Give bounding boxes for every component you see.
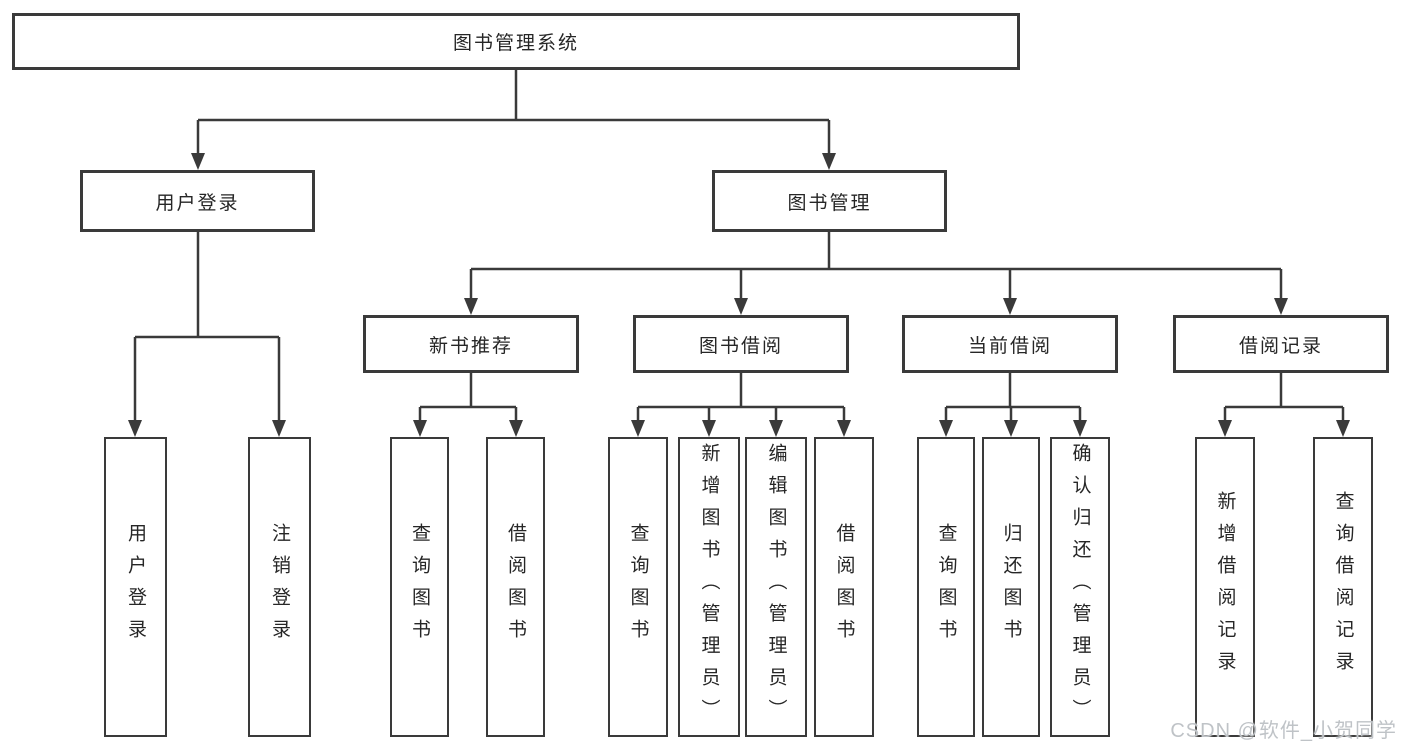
leaf-confirm-return-admin: 确认归还（管理员） <box>1050 437 1110 737</box>
leaf-query-books-recommend-label: 查询图书 <box>409 523 430 651</box>
leaf-query-books-current-label: 查询图书 <box>935 523 957 651</box>
leaf-user-login-label: 用户登录 <box>125 523 146 651</box>
leaf-borrow-books-recommend-label: 借阅图书 <box>505 523 526 651</box>
node-book-borrowing-label: 图书借阅 <box>698 335 783 357</box>
leaf-logout: 注销登录 <box>248 437 311 737</box>
node-borrowing-records-label: 借阅记录 <box>1238 335 1323 357</box>
leaf-return-books: 归还图书 <box>982 437 1040 737</box>
leaf-add-borrow-record-label: 新增借阅记录 <box>1214 491 1236 683</box>
node-root-label: 图书管理系统 <box>452 33 579 54</box>
leaf-query-books-borrowing: 查询图书 <box>608 437 668 737</box>
leaf-confirm-return-admin-label: 确认归还（管理员） <box>1069 443 1091 731</box>
leaf-borrow-books-recommend: 借阅图书 <box>486 437 545 737</box>
node-book-management: 图书管理 <box>712 170 947 232</box>
arrowheads <box>128 153 1350 437</box>
node-current-borrowing: 当前借阅 <box>902 315 1118 373</box>
node-borrowing-records: 借阅记录 <box>1173 315 1389 373</box>
leaf-query-books-borrowing-label: 查询图书 <box>627 523 649 651</box>
node-user-login-label: 用户登录 <box>155 192 240 214</box>
node-current-borrowing-label: 当前借阅 <box>967 335 1052 357</box>
node-root: 图书管理系统 <box>12 13 1020 70</box>
node-user-login: 用户登录 <box>80 170 315 232</box>
leaf-borrow-books-borrowing-label: 借阅图书 <box>833 523 855 651</box>
leaf-edit-books-admin-label: 编辑图书（管理员） <box>765 443 787 731</box>
leaf-add-books-admin: 新增图书（管理员） <box>678 437 740 737</box>
leaf-add-books-admin-label: 新增图书（管理员） <box>698 443 720 731</box>
node-new-book-recommend: 新书推荐 <box>363 315 579 373</box>
leaf-query-borrow-record-label: 查询借阅记录 <box>1332 491 1354 683</box>
node-new-book-recommend-label: 新书推荐 <box>428 335 513 357</box>
node-book-management-label: 图书管理 <box>787 192 872 214</box>
node-book-borrowing: 图书借阅 <box>633 315 849 373</box>
leaf-edit-books-admin: 编辑图书（管理员） <box>745 437 807 737</box>
leaf-user-login: 用户登录 <box>104 437 167 737</box>
leaf-borrow-books-borrowing: 借阅图书 <box>814 437 874 737</box>
leaf-logout-label: 注销登录 <box>269 523 290 651</box>
leaf-query-books-recommend: 查询图书 <box>390 437 449 737</box>
leaf-add-borrow-record: 新增借阅记录 <box>1195 437 1255 737</box>
watermark: CSDN @软件_小贺同学 <box>1170 720 1397 742</box>
leaf-query-borrow-record: 查询借阅记录 <box>1313 437 1373 737</box>
leaf-return-books-label: 归还图书 <box>1000 523 1022 651</box>
leaf-query-books-current: 查询图书 <box>917 437 975 737</box>
